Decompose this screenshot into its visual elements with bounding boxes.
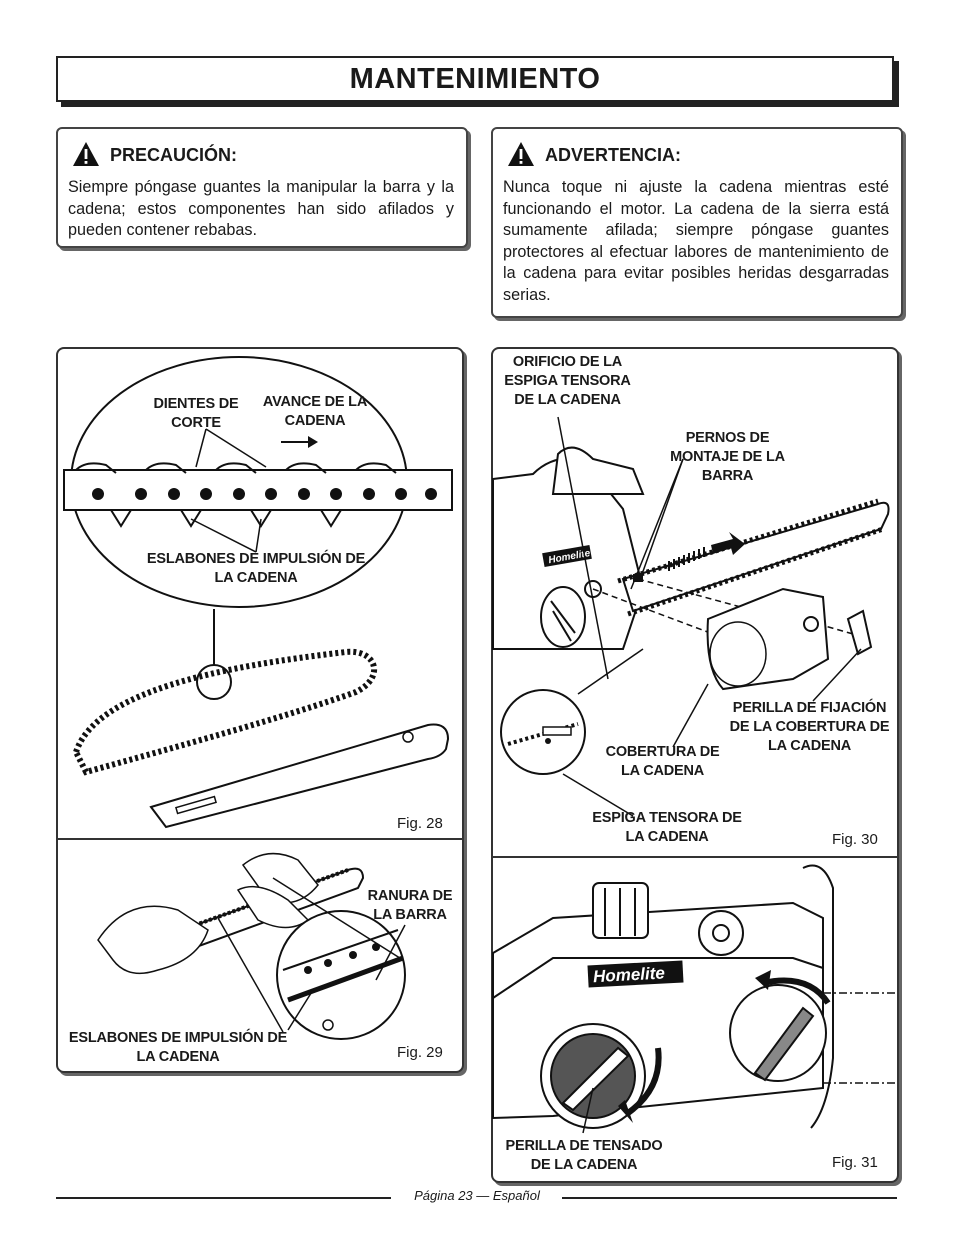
figure-label-30: Fig. 30 (832, 831, 878, 848)
callout-tension-knob: PERILLA DE TENSADO DE LA CADENA (505, 1138, 663, 1173)
callout-bar-bolts: PERNOS DE MONTAJE DE LA BARRA (670, 430, 785, 484)
tension-knob-illustration: Homelite (492, 864, 895, 1134)
brand-badge-fig31: Homelite (593, 963, 666, 986)
callout-chain-travel: AVANCE DE LA CADENA (262, 394, 368, 429)
panel-divider (493, 856, 897, 858)
panel-divider (58, 838, 462, 840)
warning-box: ADVERTENCIA: Nunca toque ni ajuste la ca… (491, 127, 903, 318)
bar-groove-illustration (97, 852, 406, 1040)
figure-label-29: Fig. 29 (397, 1044, 443, 1061)
callout-tensioner-hole: ORIFICIO DE LA ESPIGA TENSORA DE LA CADE… (504, 354, 631, 408)
caution-box: PRECAUCIÓN: Siempre póngase guantes la m… (56, 127, 468, 248)
page-title: MANTENIMIENTO (349, 63, 601, 95)
page-footer: Página 23 — Español (414, 1188, 540, 1203)
callout-bar-groove: RANURA DE LA BARRA (367, 888, 453, 923)
caution-body: Siempre póngase guantes la manipular la … (68, 178, 454, 239)
callout-cutting-teeth: DIENTES DE CORTE (153, 396, 239, 431)
caution-heading: PRECAUCIÓN: (110, 145, 238, 165)
figure-label-28: Fig. 28 (397, 815, 443, 832)
footer-rule-left (56, 1197, 391, 1199)
callout-cover-knob: PERILLA DE FIJACIÓN DE LA COBERTURA DE L… (729, 700, 890, 754)
callout-drive-links-fig28: ESLABONES DE IMPULSIÓN DE LA CADENA (146, 551, 366, 586)
figure-label-31: Fig. 31 (832, 1154, 878, 1171)
warning-triangle-icon (508, 142, 534, 166)
callout-chain-cover: COBERTURA DE LA CADENA (605, 744, 720, 779)
warning-triangle-icon (73, 142, 99, 166)
chainsaw-cover-illustration: Homelite (492, 416, 890, 817)
title-banner: MANTENIMIENTO (56, 56, 894, 102)
chain-illustration (63, 356, 453, 829)
warning-body: Nunca toque ni ajuste la cadena mientras… (503, 178, 889, 304)
callout-tensioner-pin: ESPIGA TENSORA DE LA CADENA (592, 810, 742, 845)
warning-heading: ADVERTENCIA: (545, 145, 682, 165)
callout-drive-links-fig29: ESLABONES DE IMPULSIÓN DE LA CADENA (68, 1030, 288, 1065)
footer-rule-right (562, 1197, 897, 1199)
